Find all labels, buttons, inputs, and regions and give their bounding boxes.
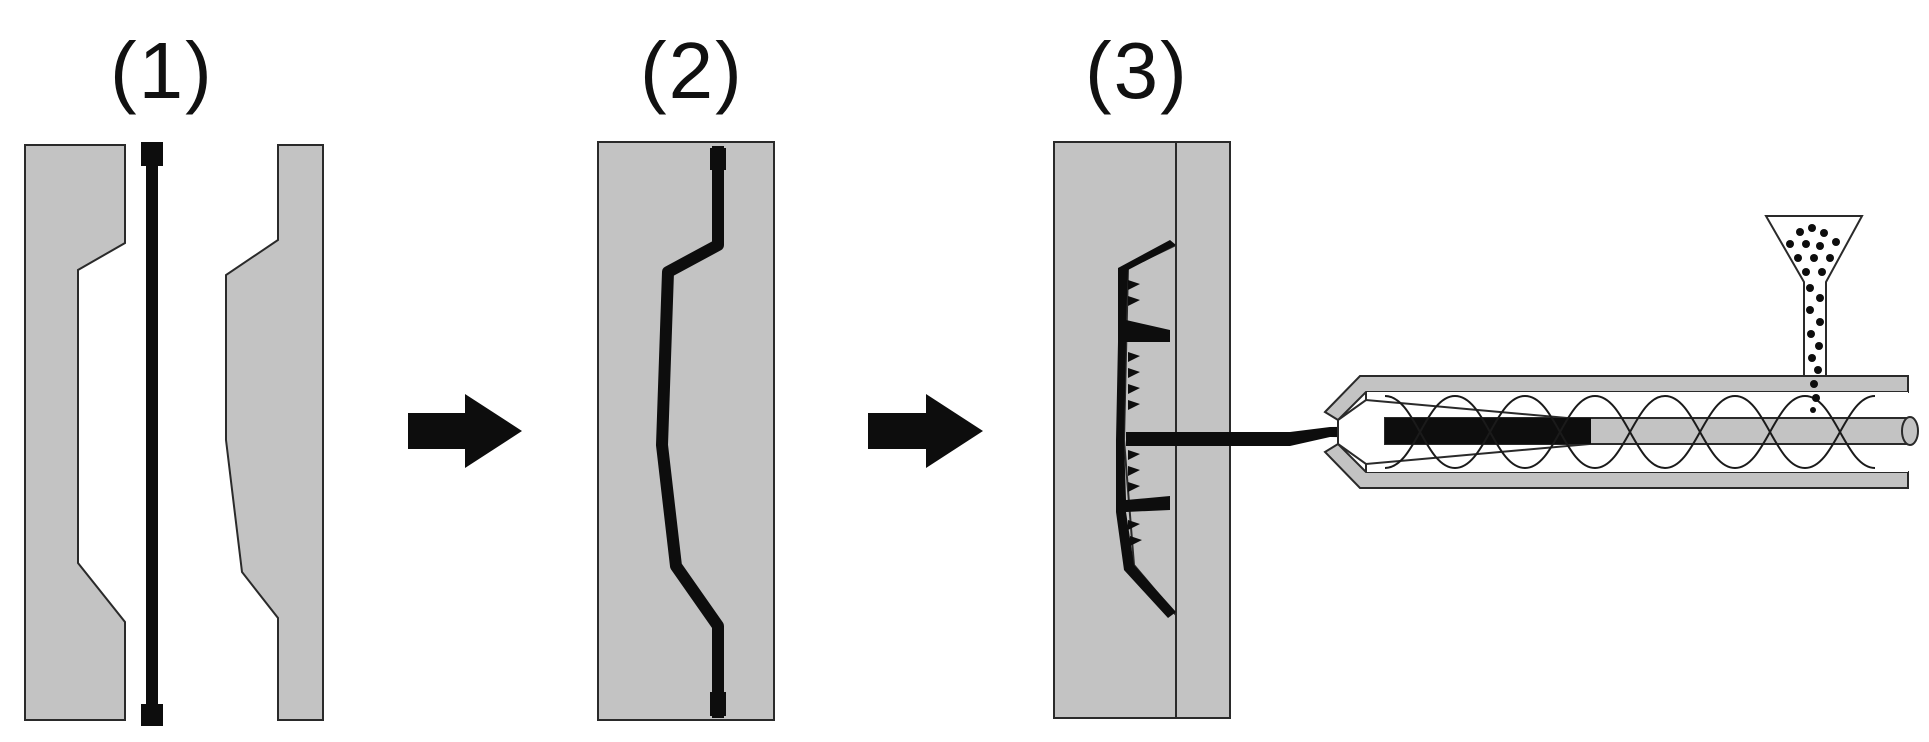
film-insert: [146, 152, 158, 710]
right-arrow-icon: [408, 394, 522, 468]
stage-label-3: (3): [1085, 26, 1189, 115]
stage-1-group: [24, 142, 324, 726]
stage-2-group: [597, 141, 775, 721]
hopper-icon: [1764, 215, 1864, 413]
mold-right-half: [225, 144, 324, 721]
mold-closed: [597, 141, 775, 721]
stage-label-1: (1): [110, 26, 214, 115]
film-clamp-top: [141, 142, 163, 166]
stage-3-group: [1053, 141, 1919, 719]
film-clamp-bottom: [710, 692, 726, 716]
film-clamp-top: [710, 148, 726, 170]
pellets: [1786, 224, 1840, 413]
molded-part: [1116, 240, 1176, 618]
film-clamp-bottom: [141, 704, 163, 726]
screw-icon: [1384, 394, 1919, 470]
stage-label-2: (2): [640, 26, 744, 115]
mold-injection: [1053, 141, 1231, 719]
formed-film: [656, 146, 724, 718]
mold-left-half: [24, 144, 126, 721]
right-arrow-icon: [868, 394, 983, 468]
part-serrations: [1128, 280, 1142, 546]
